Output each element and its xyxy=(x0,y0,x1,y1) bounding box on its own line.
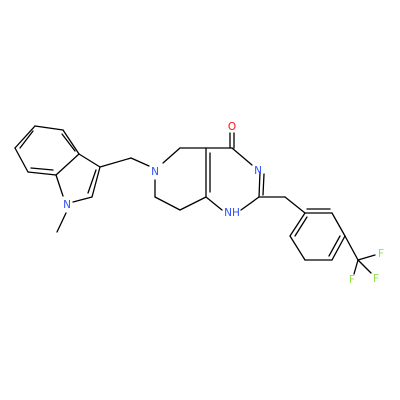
piperidine-ring xyxy=(154,147,207,211)
bond xyxy=(240,196,260,211)
bond xyxy=(353,259,359,275)
bond xyxy=(205,196,223,211)
bond xyxy=(91,166,101,198)
indole-benzene-ring xyxy=(14,125,80,176)
bond xyxy=(14,147,29,173)
bond xyxy=(179,196,207,211)
bond xyxy=(130,157,150,167)
bond xyxy=(55,153,80,176)
bond xyxy=(289,235,306,261)
bond xyxy=(72,196,93,203)
bond xyxy=(27,171,57,176)
methylene-linker xyxy=(99,157,150,168)
bond xyxy=(331,235,346,261)
bond xyxy=(87,169,97,194)
oxygen-label: O xyxy=(228,121,236,133)
nh-label: NH xyxy=(224,207,240,219)
bond xyxy=(30,167,54,171)
bond xyxy=(258,171,261,198)
bond xyxy=(231,147,253,166)
phenyl-ring xyxy=(284,196,346,261)
bond xyxy=(331,212,346,237)
bond xyxy=(99,157,132,168)
bond xyxy=(357,259,372,274)
bond xyxy=(344,235,359,261)
nitrogen-label-piperidine: N xyxy=(151,166,159,178)
pyrimidinone-ring xyxy=(205,147,265,211)
bond xyxy=(289,212,306,237)
bond xyxy=(62,129,80,155)
bond xyxy=(78,153,101,168)
bond xyxy=(162,147,181,164)
bond xyxy=(154,196,181,211)
fluorine-label: F xyxy=(373,273,379,285)
bond xyxy=(55,174,64,197)
nitrogen-label-indole: N xyxy=(63,199,71,211)
trifluoromethyl-group xyxy=(344,235,376,275)
fluorine-label: F xyxy=(349,274,355,286)
carbonyl-group xyxy=(229,132,235,149)
bond xyxy=(61,133,76,152)
bond xyxy=(294,216,308,237)
indole-pyrrole-ring xyxy=(55,153,101,203)
bond xyxy=(284,196,306,214)
bond xyxy=(357,254,376,261)
nitrogen-label-ring: N xyxy=(254,165,262,177)
fluorine-label: F xyxy=(378,248,384,260)
bond xyxy=(34,125,64,131)
bond xyxy=(19,130,34,149)
bond xyxy=(328,235,341,257)
n-methyl-bond xyxy=(56,212,67,233)
bond xyxy=(14,125,36,149)
bond xyxy=(262,173,265,196)
